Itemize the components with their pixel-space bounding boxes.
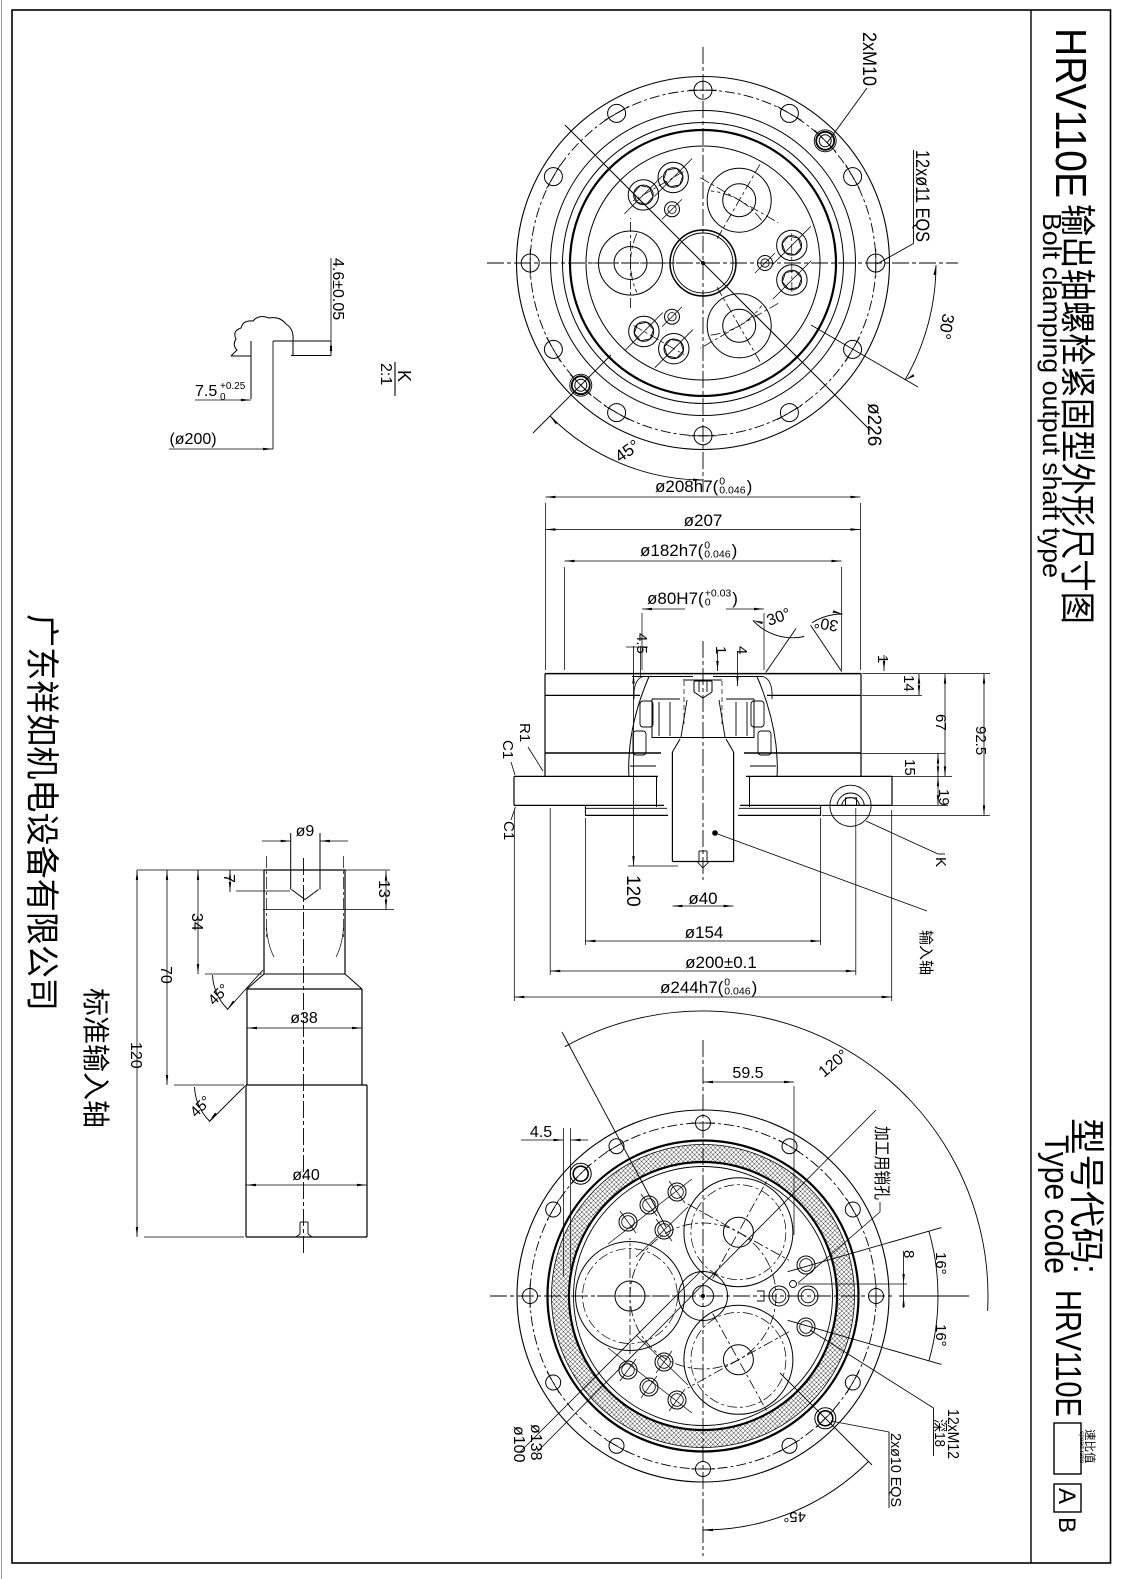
svg-text:ø200±0.1: ø200±0.1 <box>685 953 757 972</box>
svg-text:0: 0 <box>705 597 711 609</box>
svg-text:K: K <box>932 857 949 867</box>
svg-text:7.5: 7.5 <box>195 383 217 400</box>
svg-text:HRV110E: HRV110E <box>1048 1290 1089 1417</box>
svg-text:ø38: ø38 <box>290 1010 318 1027</box>
svg-text:16°: 16° <box>932 1252 949 1275</box>
svg-text:4.5: 4.5 <box>530 1124 552 1141</box>
svg-text:4: 4 <box>733 646 750 654</box>
svg-text:45°: 45° <box>783 1508 806 1525</box>
svg-text:输入轴: 输入轴 <box>917 930 934 975</box>
svg-text:1: 1 <box>712 646 729 654</box>
svg-text:34: 34 <box>188 913 205 931</box>
svg-text:B: B <box>1053 1517 1080 1533</box>
svg-text:ø182h7(: ø182h7( <box>640 541 704 560</box>
svg-text:0.046: 0.046 <box>704 549 730 561</box>
svg-text:30°: 30° <box>935 312 958 341</box>
svg-text:speed ratio: speed ratio <box>1078 1431 1085 1464</box>
svg-text:ø100: ø100 <box>510 1426 527 1463</box>
svg-text:67: 67 <box>932 714 949 731</box>
svg-text:59.5: 59.5 <box>732 1065 763 1082</box>
svg-text:型号代码:: 型号代码: <box>1066 1118 1107 1274</box>
svg-text:(ø200): (ø200) <box>169 431 216 448</box>
svg-text:0: 0 <box>704 540 710 552</box>
svg-text:): ) <box>732 589 738 608</box>
svg-text:输出轴螺栓紧固型外形尺寸图: 输出轴螺栓紧固型外形尺寸图 <box>1057 204 1098 624</box>
svg-text:C1: C1 <box>500 821 517 840</box>
svg-text:15: 15 <box>901 759 918 776</box>
svg-text:ø154: ø154 <box>685 923 724 942</box>
svg-text:12xø11 EQS: 12xø11 EQS <box>911 150 932 242</box>
svg-text:2xM10: 2xM10 <box>858 32 879 86</box>
svg-text:Type code: Type code <box>1037 1135 1075 1274</box>
svg-text:4.6±0.05: 4.6±0.05 <box>329 258 346 320</box>
svg-text:7: 7 <box>220 874 237 883</box>
svg-text:): ) <box>747 477 753 496</box>
svg-text:ø40: ø40 <box>292 1167 320 1184</box>
svg-text:ø207: ø207 <box>684 511 723 530</box>
svg-text:70: 70 <box>157 966 174 984</box>
svg-text:16°: 16° <box>932 1324 949 1347</box>
svg-text:标准输入轴: 标准输入轴 <box>80 988 111 1128</box>
svg-text:深18: 深18 <box>931 1419 948 1447</box>
svg-text:ø208h7(: ø208h7( <box>655 477 719 496</box>
svg-text:120: 120 <box>622 875 643 907</box>
svg-text:速比值: 速比值 <box>1083 1429 1096 1464</box>
svg-text:0: 0 <box>724 977 730 989</box>
svg-text:R1: R1 <box>516 723 533 742</box>
svg-text:ø138: ø138 <box>527 1424 544 1461</box>
svg-text:13: 13 <box>375 880 392 898</box>
svg-text:92.5: 92.5 <box>972 726 989 755</box>
svg-text:12xM12: 12xM12 <box>944 1409 961 1459</box>
svg-text:): ) <box>732 541 738 560</box>
svg-text:0: 0 <box>719 476 725 488</box>
svg-text:120: 120 <box>127 1042 144 1069</box>
svg-text:ø80H7(: ø80H7( <box>647 589 704 608</box>
svg-text:2:1: 2:1 <box>377 363 394 385</box>
svg-text:30°: 30° <box>813 613 840 634</box>
svg-text:加工用销孔: 加工用销孔 <box>872 1126 891 1200</box>
svg-text:+0.25: +0.25 <box>220 381 246 392</box>
svg-text:8: 8 <box>900 1250 917 1258</box>
svg-text:Bolt clamping output shaft typ: Bolt clamping output shaft type <box>1037 213 1067 578</box>
svg-text:2xø10 EQS: 2xø10 EQS <box>887 1433 904 1507</box>
svg-text:): ) <box>752 978 758 997</box>
svg-text:4.5: 4.5 <box>633 633 650 654</box>
svg-text:0.046: 0.046 <box>719 485 745 497</box>
svg-text:ø9: ø9 <box>296 823 315 840</box>
svg-text:ø226: ø226 <box>863 403 884 446</box>
svg-text:0: 0 <box>220 392 226 403</box>
svg-text:19: 19 <box>935 789 952 806</box>
svg-text:K: K <box>394 370 414 382</box>
svg-text:A: A <box>1053 1488 1080 1504</box>
svg-text:0.046: 0.046 <box>724 986 750 998</box>
svg-text:14: 14 <box>900 675 917 692</box>
svg-text:ø244h7(: ø244h7( <box>660 978 724 997</box>
svg-text:C1: C1 <box>499 740 516 759</box>
svg-text:HRV110E: HRV110E <box>1046 28 1095 198</box>
svg-text:1: 1 <box>874 655 891 663</box>
svg-text:ø40: ø40 <box>688 889 717 908</box>
svg-text:广东祥如机电设备有限公司: 广东祥如机电设备有限公司 <box>22 614 60 1011</box>
svg-text:+0.03: +0.03 <box>705 588 732 600</box>
